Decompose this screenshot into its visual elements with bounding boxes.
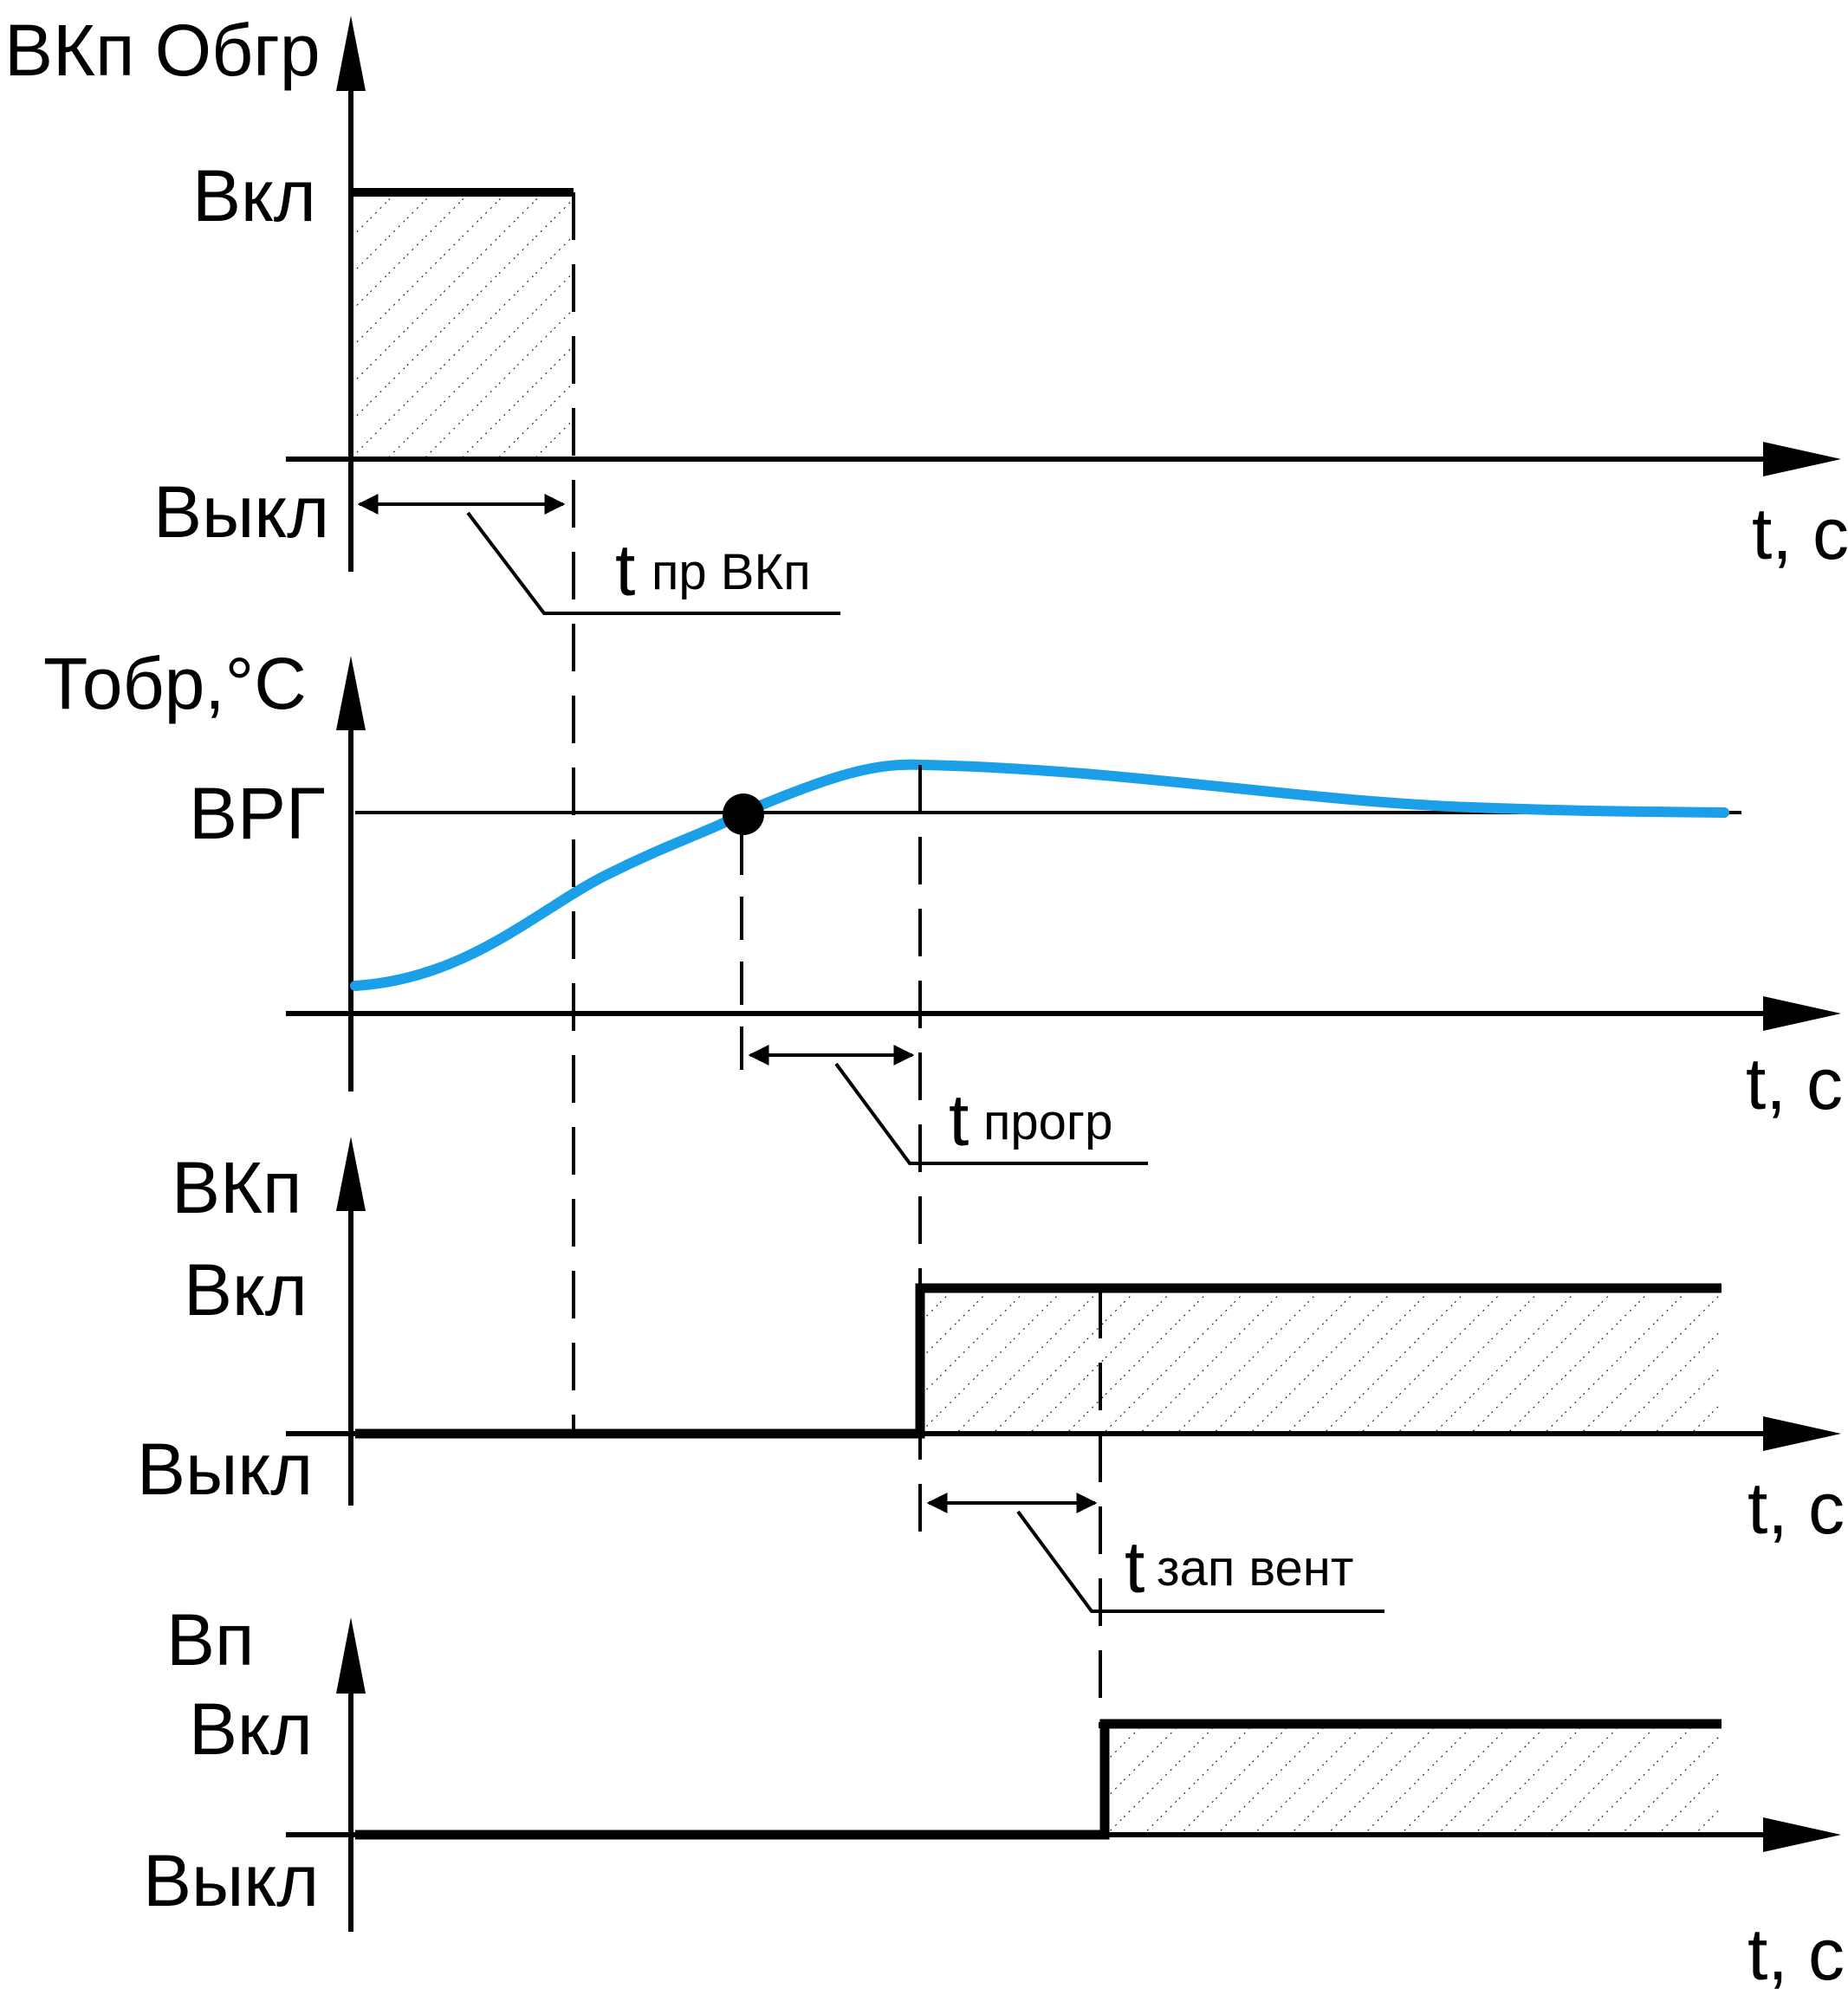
p2-temperature-curve (350, 759, 1729, 991)
panel-2: Тобр,°С ВРГ t, c t прогр (43, 643, 1843, 1165)
t1-leader (466, 511, 840, 615)
t2-sub: прогр (983, 1094, 1112, 1150)
p1-pulse-fill (353, 195, 572, 457)
p2-ylabel: Тобр,°С (43, 643, 307, 724)
p4-x-arrow (1763, 1817, 1841, 1852)
t2-t: t (949, 1079, 969, 1161)
p4-y-arrow (336, 1617, 366, 1694)
panel-1: ВКп Обгр Вкл Выкл t, c t пр ВКп (4, 10, 1848, 615)
p2-level-label: ВРГ (189, 773, 326, 854)
p3-y-arrow (336, 1137, 366, 1211)
p3-pulse-fill (924, 1291, 1721, 1432)
p3-off-label: Выкл (137, 1428, 313, 1510)
p3-on-label: Вкл (184, 1249, 308, 1331)
t3-sub: зап вент (1157, 1540, 1353, 1597)
panel-4: Вп Вкл Выкл t, c (143, 1599, 1845, 1995)
p4-off-label: Выкл (143, 1840, 319, 1921)
p2-x-arrow (1763, 996, 1841, 1031)
panel-3: ВКп Вкл Выкл t, c t зап вент (137, 1137, 1845, 1613)
p1-ylabel: ВКп Обгр (4, 10, 321, 91)
t3-t: t (1125, 1526, 1144, 1608)
t1-t: t (615, 529, 635, 611)
p4-xlabel: t, c (1747, 1914, 1845, 1995)
t3-leader (1016, 1510, 1384, 1613)
p2-xlabel: t, c (1746, 1043, 1843, 1124)
p4-on-label: Вкл (189, 1688, 313, 1770)
p3-x-arrow (1763, 1416, 1841, 1451)
p2-y-arrow (336, 656, 366, 730)
p4-pulse-fill (1108, 1727, 1721, 1833)
p1-xlabel: t, c (1752, 493, 1848, 574)
p4-signal (355, 1719, 1722, 1840)
p3-ylabel: ВКп (172, 1147, 302, 1228)
t1-sub: пр ВКп (652, 544, 811, 600)
p1-y-arrow (336, 16, 366, 91)
p1-x-arrow (1763, 442, 1841, 476)
t2-leader (834, 1062, 1148, 1165)
p3-xlabel: t, c (1747, 1467, 1845, 1549)
p2-intersection-point (723, 793, 764, 835)
p4-ylabel: Вп (166, 1599, 255, 1681)
p1-off-label: Выкл (153, 471, 329, 553)
p1-on-label: Вкл (192, 155, 316, 236)
